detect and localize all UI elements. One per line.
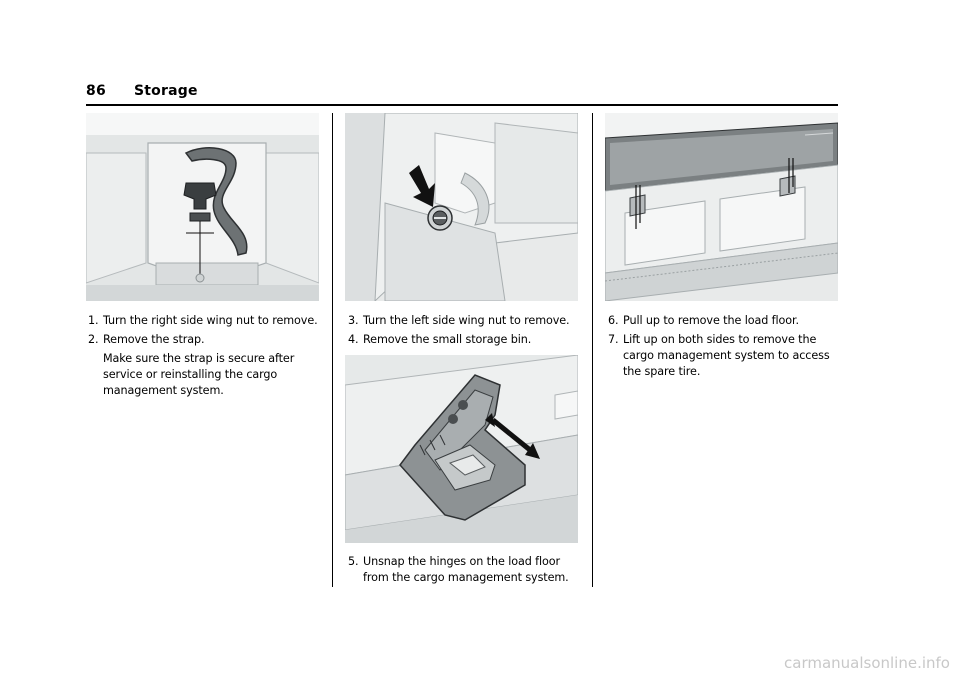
step-5: 5. Unsnap the hinges on the load floor f… <box>348 555 569 584</box>
page-number: 86 <box>86 83 106 99</box>
header-rule <box>86 104 838 106</box>
step-6: 6. Pull up to remove the load floor. <box>608 314 799 327</box>
column-divider-2 <box>592 113 593 587</box>
watermark: carmanualsonline.info <box>784 654 950 672</box>
step-7: 7. Lift up on both sides to remove the c… <box>608 333 830 378</box>
step-4: 4. Remove the small storage bin. <box>348 333 532 346</box>
step-2: 2. Remove the strap. <box>88 333 205 346</box>
step-2-note: Make sure the strap is secure after serv… <box>103 352 295 397</box>
page-title: Storage <box>134 83 198 99</box>
page-header: 86 Storage <box>86 83 838 103</box>
figure-right-wing-nut-svg <box>86 113 319 301</box>
figure-cargo-system-svg <box>605 113 838 301</box>
step-3: 3. Turn the left side wing nut to remove… <box>348 314 570 327</box>
step-1: 1. Turn the right side wing nut to remov… <box>88 314 318 327</box>
figure-left-wing-nut-svg <box>345 113 578 301</box>
figure-hinge-svg <box>345 355 578 543</box>
figure-cargo-system <box>605 113 838 301</box>
figure-hinge <box>345 355 578 543</box>
figure-left-wing-nut <box>345 113 578 301</box>
figure-right-wing-nut <box>86 113 319 301</box>
column-divider-1 <box>332 113 333 587</box>
